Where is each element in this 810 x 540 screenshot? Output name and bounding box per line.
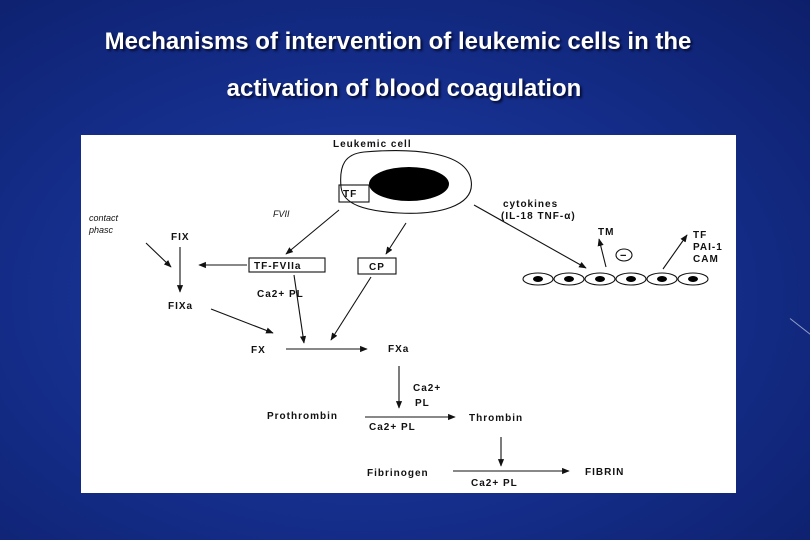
arrow-fixa-to-fx xyxy=(210,308,274,334)
fixa-label: FIXa xyxy=(168,301,193,312)
fx-label: FX xyxy=(251,345,266,356)
thrombin-label: Thrombin xyxy=(469,413,523,424)
tf-fviia-label: TF-FVIIa xyxy=(254,261,301,272)
tf-fviia-box xyxy=(248,257,326,273)
fvii-label: FVII xyxy=(273,209,290,219)
il18-tnf-label: (IL-18 TNF-α) xyxy=(501,211,576,222)
coagulation-diagram: Leukemic cell TF FVII contact phasc FIX … xyxy=(81,135,736,493)
contact-phase-label-1: contact xyxy=(89,213,119,223)
diagram-svg: Leukemic cell TF FVII contact phasc FIX … xyxy=(88,139,723,489)
minus-sign: − xyxy=(620,250,626,262)
slide-title-line-2: activation of blood coagulation xyxy=(226,75,582,102)
arrow-tffviia-to-fx xyxy=(293,274,307,344)
arrow-cp-to-fx xyxy=(330,276,372,341)
decor-streak xyxy=(789,318,810,335)
contact-phase-label-2: phasc xyxy=(88,225,114,235)
pai1-label: PAI-1 xyxy=(693,242,723,253)
ca-pl-label-3: Ca2+ PL xyxy=(369,422,416,433)
leukemic-cell-label: Leukemic cell xyxy=(333,139,412,150)
tm-label: TM xyxy=(598,227,614,238)
leukemic-cell-outline xyxy=(340,150,472,214)
tf-label: TF xyxy=(343,189,357,200)
arrow-contact-to-fix xyxy=(145,242,172,268)
endothelial-cells xyxy=(522,272,709,286)
fix-label: FIX xyxy=(171,232,190,243)
pl-label-2: PL xyxy=(415,398,430,409)
arrow-fvii-to-tffviia xyxy=(285,209,340,255)
leukemic-cell-nucleus xyxy=(369,167,449,201)
prothrombin-label: Prothrombin xyxy=(267,411,338,422)
arrow-endo-to-tf xyxy=(662,234,688,270)
arrow-endo-to-tm xyxy=(597,238,607,268)
slide-title-line-1: Mechanisms of intervention of leukemic c… xyxy=(104,28,692,55)
tf-box xyxy=(338,184,370,203)
ca-pl-label-1: Ca2+ PL xyxy=(257,289,304,300)
cp-label: CP xyxy=(369,262,385,273)
ca-pl-label-4: Ca2+ PL xyxy=(471,478,518,489)
arrow-cell-to-endothelium xyxy=(473,204,587,269)
tf-right-label: TF xyxy=(693,230,707,241)
arrow-cell-to-cp xyxy=(385,222,407,255)
fxa-label: FXa xyxy=(388,344,409,355)
fibrin-label: FIBRIN xyxy=(585,467,624,478)
fibrinogen-label: Fibrinogen xyxy=(367,468,429,479)
cp-box xyxy=(357,257,397,275)
ca-label-2: Ca2+ xyxy=(413,383,441,394)
cytokines-label: cytokines xyxy=(503,199,558,210)
minus-circle xyxy=(615,248,633,262)
cam-label: CAM xyxy=(693,254,719,265)
